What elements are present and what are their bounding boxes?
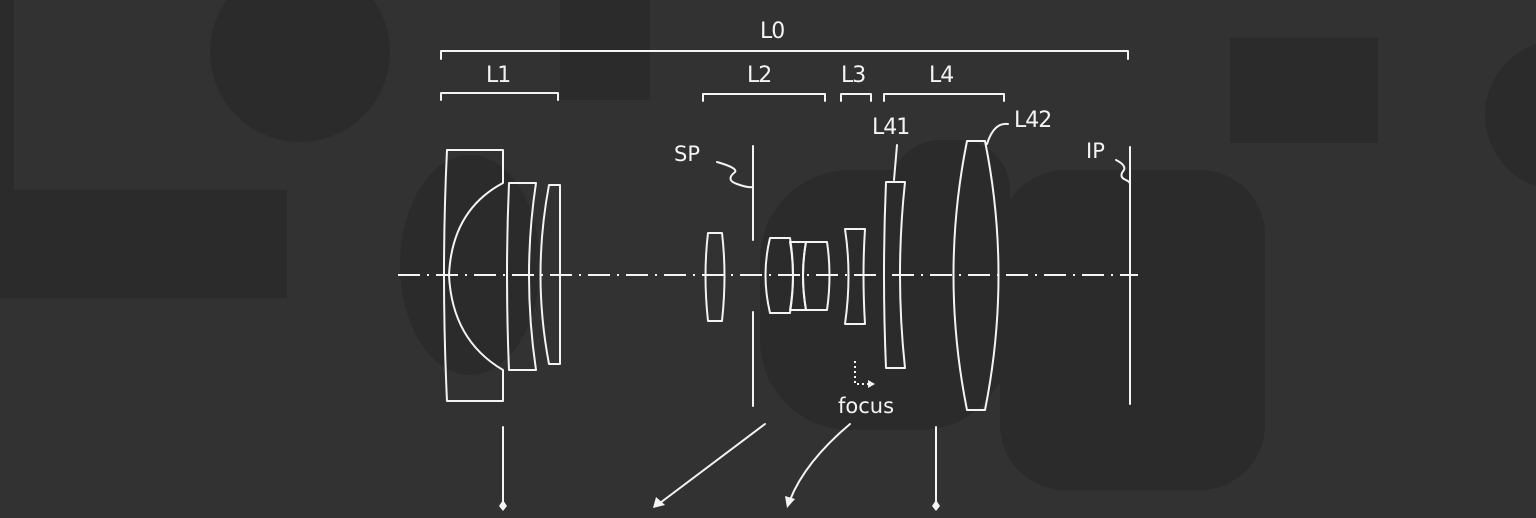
lens-element-l2-4 xyxy=(802,241,831,311)
focus-arrowhead-icon xyxy=(868,380,875,388)
lens-element-l3 xyxy=(844,228,866,325)
arrow-l3-focus-movement xyxy=(789,423,851,501)
label-l2: L2 xyxy=(747,63,771,88)
lens-element-l1-2 xyxy=(506,182,537,371)
lens-element-l1-1 xyxy=(443,149,504,402)
arrow-l2-tip-icon xyxy=(653,497,665,508)
lens-element-l1-3 xyxy=(539,184,561,365)
movement-arrows xyxy=(499,423,940,511)
ip-leader-squiggle xyxy=(1115,159,1131,185)
background-watermark xyxy=(0,0,1536,490)
lens-group-l1 xyxy=(443,149,561,402)
arrow-l2-movement xyxy=(659,423,766,504)
lens-group-l4: L41 L42 xyxy=(872,108,1052,411)
label-l3: L3 xyxy=(841,63,865,88)
label-l41: L41 xyxy=(872,115,909,140)
group-bracket-l3: L3 xyxy=(840,63,872,102)
group-bracket-l1: L1 xyxy=(440,63,559,101)
arrow-l1-tip-icon xyxy=(499,500,507,511)
l41-leader-line xyxy=(893,144,898,181)
label-l0: L0 xyxy=(760,19,784,44)
label-sp: SP xyxy=(674,142,700,166)
lens-element-l2-1 xyxy=(704,232,726,322)
label-focus: focus xyxy=(838,394,894,418)
lens-group-l2: SP xyxy=(674,142,831,407)
label-ip: IP xyxy=(1086,139,1105,163)
lens-group-l3: focus xyxy=(838,228,894,418)
group-bracket-l0: L0 xyxy=(440,19,1129,60)
label-l4: L4 xyxy=(929,63,953,88)
group-bracket-l2: L2 xyxy=(702,63,826,102)
label-l1: L1 xyxy=(486,63,510,88)
focus-direction-indicator xyxy=(854,361,868,385)
image-plane: IP xyxy=(1086,139,1131,405)
l42-leader-line xyxy=(986,122,1009,145)
label-l42: L42 xyxy=(1014,108,1051,133)
stop-leader-squiggle xyxy=(716,161,754,189)
group-bracket-l4: L4 xyxy=(883,63,1005,102)
lens-element-l41 xyxy=(883,181,906,369)
lens-element-l42 xyxy=(952,140,1000,411)
arrow-l4-tip-icon xyxy=(932,500,940,511)
arrow-l3-tip-icon xyxy=(785,496,795,508)
